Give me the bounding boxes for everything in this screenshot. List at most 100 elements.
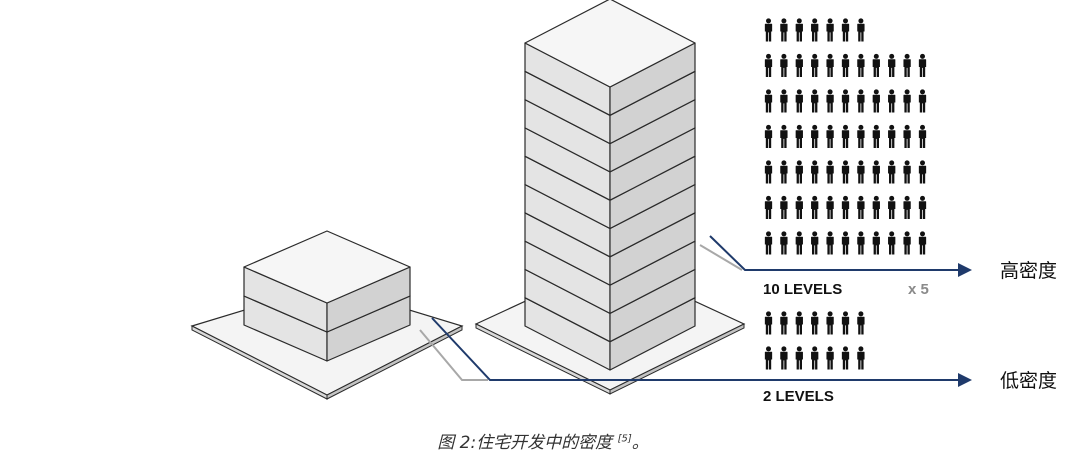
person-icon: [764, 124, 773, 149]
person-icon: [872, 53, 880, 78]
person-icon: [811, 231, 819, 255]
person-icon: [811, 311, 819, 335]
person-icon: [918, 195, 927, 220]
person-icon: [780, 53, 788, 78]
person-icon: [795, 231, 803, 255]
person-icon: [764, 18, 773, 42]
person-icon: [857, 89, 865, 113]
person-icon: [872, 195, 880, 220]
high-density-levels-label: 10 LEVELS: [763, 281, 842, 298]
person-icon: [918, 231, 927, 255]
person-icon: [811, 160, 819, 184]
high-density-people: [764, 18, 927, 255]
person-icon: [780, 231, 788, 255]
person-icon: [811, 195, 819, 220]
person-icon: [764, 53, 773, 78]
person-icon: [841, 346, 850, 370]
person-icon: [857, 124, 865, 149]
person-icon: [764, 89, 773, 113]
person-icon: [795, 160, 803, 184]
floor-top-face: [524, 0, 696, 88]
low-density-label: 低密度: [1000, 370, 1057, 392]
person-icon: [764, 346, 773, 370]
person-icon: [764, 160, 773, 184]
person-icon: [795, 18, 803, 42]
person-icon: [841, 160, 850, 184]
person-icon: [857, 53, 865, 78]
person-icon: [780, 18, 788, 42]
person-icon: [903, 231, 911, 255]
person-icon: [841, 195, 850, 220]
person-icon: [872, 124, 880, 149]
person-icon: [826, 160, 834, 184]
figure-caption: 图 2:住宅开发中的密度 [5]。: [0, 428, 1086, 453]
person-icon: [841, 231, 850, 255]
person-icon: [857, 231, 865, 255]
person-icon: [764, 311, 773, 335]
person-icon: [795, 124, 803, 149]
person-icon: [795, 311, 803, 335]
low-density-arrow: [431, 317, 972, 387]
person-icon: [918, 124, 927, 149]
person-icon: [811, 124, 819, 149]
person-icon: [811, 18, 819, 42]
person-icon: [903, 160, 911, 184]
person-icon: [780, 311, 788, 335]
person-icon: [811, 346, 819, 370]
person-icon: [918, 160, 927, 184]
person-icon: [857, 18, 865, 42]
person-icon: [780, 89, 788, 113]
person-icon: [857, 195, 865, 220]
high-density-multiplier: x 5: [908, 281, 929, 298]
person-icon: [903, 124, 911, 149]
low-density-people: [764, 311, 865, 370]
caption-suffix: 。: [631, 433, 649, 453]
floor-slab: [524, 0, 696, 116]
floor-top-face: [243, 230, 411, 304]
person-icon: [888, 89, 896, 113]
person-icon: [903, 195, 911, 220]
person-icon: [888, 231, 896, 255]
person-icon: [918, 53, 927, 78]
person-icon: [903, 89, 911, 113]
person-icon: [918, 89, 927, 113]
person-icon: [780, 160, 788, 184]
person-icon: [795, 89, 803, 113]
person-icon: [826, 231, 834, 255]
person-icon: [872, 231, 880, 255]
person-icon: [872, 160, 880, 184]
person-icon: [841, 53, 850, 78]
person-icon: [780, 346, 788, 370]
low-density-levels-label: 2 LEVELS: [763, 388, 834, 405]
person-icon: [795, 195, 803, 220]
person-icon: [841, 124, 850, 149]
person-icon: [857, 160, 865, 184]
person-icon: [872, 89, 880, 113]
person-icon: [857, 311, 865, 335]
person-icon: [903, 53, 911, 78]
person-icon: [888, 53, 896, 78]
person-icon: [888, 160, 896, 184]
person-icon: [826, 195, 834, 220]
person-icon: [764, 231, 773, 255]
low-density-floors: [243, 230, 411, 362]
person-icon: [888, 195, 896, 220]
person-icon: [811, 53, 819, 78]
high-density-leader-line: [699, 244, 743, 271]
person-icon: [826, 89, 834, 113]
floor-slab: [243, 230, 411, 333]
person-icon: [764, 195, 773, 220]
person-icon: [857, 346, 865, 370]
person-icon: [795, 53, 803, 78]
high-density-label: 高密度: [1000, 260, 1057, 282]
person-icon: [795, 346, 803, 370]
low-density-building: [190, 230, 464, 400]
person-icon: [780, 195, 788, 220]
person-icon: [826, 53, 834, 78]
person-icon: [811, 89, 819, 113]
person-icon: [780, 124, 788, 149]
low-density-leader-line: [419, 329, 488, 381]
caption-reference: [5]: [617, 433, 632, 445]
person-icon: [826, 124, 834, 149]
